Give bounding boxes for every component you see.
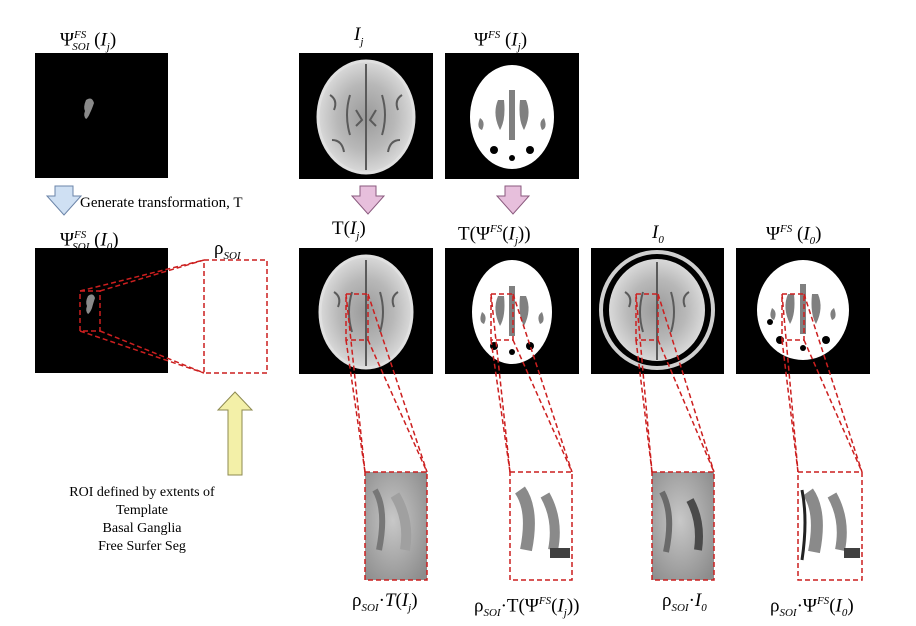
label-t-ij: T(Ij) — [332, 218, 366, 242]
pink-arrow-icon — [350, 185, 386, 215]
crop-t-ij — [365, 472, 427, 580]
label-rho-t-ij: ρSOI·T(Ij) — [352, 590, 418, 614]
generate-transformation-text: Generate transformation, T — [80, 195, 243, 211]
brain-ij-folds — [329, 64, 403, 170]
soi-blob — [84, 98, 94, 119]
label-i0: I0 — [652, 222, 664, 246]
yellow-arrow-icon — [216, 391, 254, 476]
seg-brain-t-ij-regions — [480, 286, 544, 336]
roi-caption: ROI defined by extents of Template Basal… — [42, 484, 242, 556]
roi-projection-lines — [345, 293, 863, 473]
panel-psi-soi-i0 — [35, 248, 168, 373]
brain-i0-folds — [624, 262, 690, 360]
roi-caption-line: Basal Ganglia — [102, 521, 182, 536]
crop-t-psi-ij — [510, 472, 572, 580]
label-rho-t-psi-ij: ρSOI·T(ΨFS(Ij)) — [474, 595, 580, 620]
crop-borders — [364, 471, 863, 581]
label-t-psi-ij: T(ΨFS(Ij)) — [458, 223, 531, 248]
blue-arrow-icon — [45, 185, 83, 216]
label-psi-fs-ij: ΨFS (Ij) — [474, 29, 528, 54]
crop-i0 — [652, 472, 714, 580]
soi-blob-i0 — [86, 294, 95, 314]
label-rho-psi-i0: ρSOI·ΨFS(I0) — [770, 595, 854, 620]
label-ij: Ij — [354, 24, 364, 48]
roi-caption-line: Template — [116, 503, 168, 518]
seg-brain-ij-regions — [478, 90, 546, 140]
crop-psi-i0 — [798, 472, 862, 580]
seg-brain-i0-regions — [770, 284, 836, 334]
panel-psi-soi-ij — [35, 53, 168, 178]
label-rho-soi: ρSOI — [214, 238, 241, 262]
label-rho-i0: ρSOI·I0 — [662, 590, 707, 614]
brain-t-ij-folds — [333, 260, 399, 366]
roi-caption-line: Free Surfer Seg — [98, 539, 186, 554]
roi-dashed-lines — [79, 259, 268, 374]
label-psi-soi-ij: ΨFSSOI (Ij) — [60, 29, 117, 54]
seg-brain-ij-dark — [490, 146, 534, 161]
brain-i0-skull — [599, 250, 715, 370]
pink-arrow-icon — [495, 185, 531, 215]
label-psi-fs-i0: ΨFS (I0) — [766, 223, 822, 248]
roi-caption-line: ROI defined by extents of — [69, 485, 215, 500]
